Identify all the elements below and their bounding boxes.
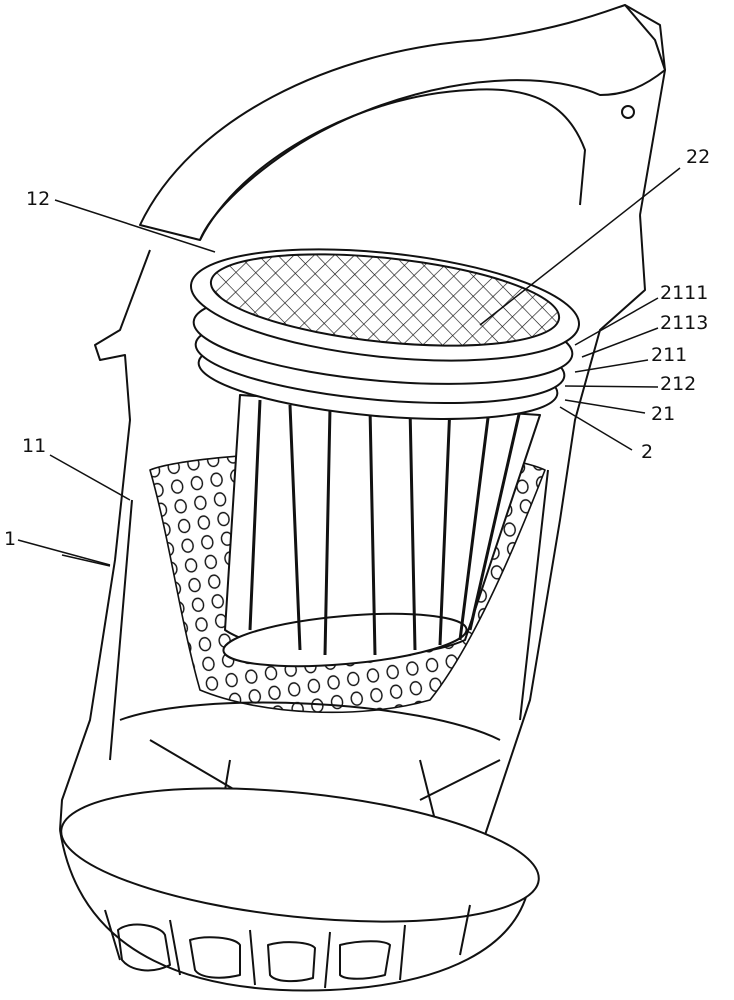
cup-body <box>59 214 646 881</box>
leader-22 <box>479 167 681 326</box>
leader-21 <box>564 399 646 414</box>
handle <box>139 4 666 241</box>
label-11: 11 <box>22 435 47 457</box>
label-212: 212 <box>660 373 697 395</box>
label-22: 22 <box>686 146 711 168</box>
label-12: 12 <box>26 188 51 210</box>
leader-211 <box>574 359 649 373</box>
leader-2113 <box>581 327 659 358</box>
label-2113: 2113 <box>660 312 709 334</box>
top-mesh-filter <box>189 248 581 362</box>
leader-lines <box>17 167 681 567</box>
leader-1 <box>17 539 111 566</box>
label-2: 2 <box>641 441 654 463</box>
leader-2 <box>559 406 633 451</box>
leader-11 <box>49 454 131 501</box>
label-21: 21 <box>651 403 676 425</box>
label-1: 1 <box>4 528 17 550</box>
base <box>59 701 540 992</box>
label-211: 211 <box>651 344 688 366</box>
label-2111: 2111 <box>660 282 709 304</box>
leader-12 <box>54 199 216 253</box>
leader-1-arrow <box>61 554 111 567</box>
leader-212 <box>564 385 659 388</box>
leader-2111 <box>574 297 659 346</box>
cone-filter <box>222 394 541 668</box>
